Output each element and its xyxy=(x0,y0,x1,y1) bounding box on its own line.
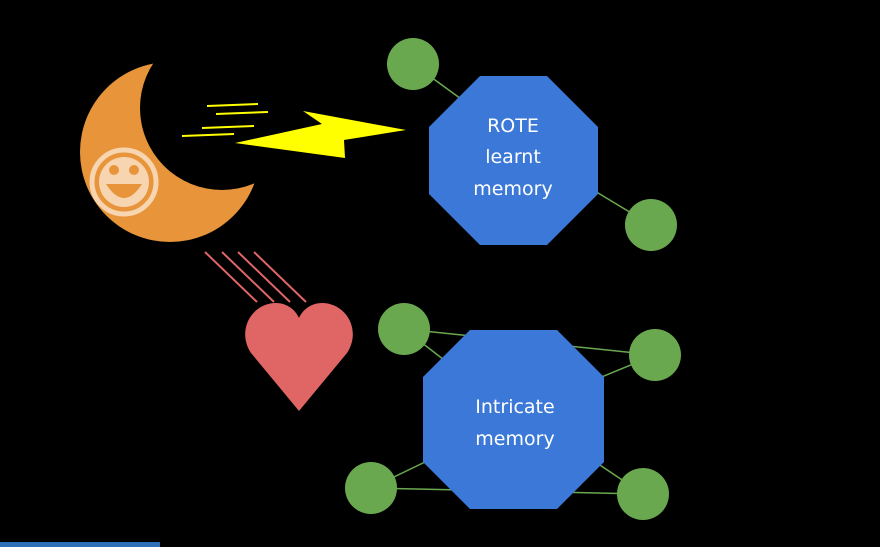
rote-octagon xyxy=(429,76,598,245)
speed-lines-red xyxy=(204,251,307,303)
rote-label-line2: learnt xyxy=(485,146,541,168)
smiley-mouth xyxy=(106,184,142,198)
smiley-face-icon xyxy=(89,147,159,217)
intricate-memory-node: Intricate memory xyxy=(423,330,604,509)
intricate-label-line1: Intricate xyxy=(475,396,554,418)
intricate-label-line2: memory xyxy=(475,428,554,450)
intricate-satellite-top-right xyxy=(629,329,681,381)
rote-satellite-top xyxy=(387,38,439,90)
rote-label-line3: memory xyxy=(473,178,552,200)
rote-memory-node: ROTE learnt memory xyxy=(429,76,598,245)
intricate-satellite-top-left xyxy=(378,303,430,355)
intricate-satellite-bottom-left xyxy=(345,462,397,514)
smiley-right-eye xyxy=(129,165,139,175)
bottom-accent-strip xyxy=(0,542,160,547)
heart-icon xyxy=(245,303,353,411)
lightning-bolt-icon xyxy=(235,111,406,158)
smiley-left-eye xyxy=(109,165,119,175)
intricate-octagon xyxy=(423,330,604,509)
rote-satellite-bottom xyxy=(625,199,677,251)
intricate-satellite-bottom-right xyxy=(617,468,669,520)
rote-label-line1: ROTE xyxy=(487,115,539,137)
satellite-nodes xyxy=(345,38,681,520)
speed-lines-yellow xyxy=(181,103,269,137)
